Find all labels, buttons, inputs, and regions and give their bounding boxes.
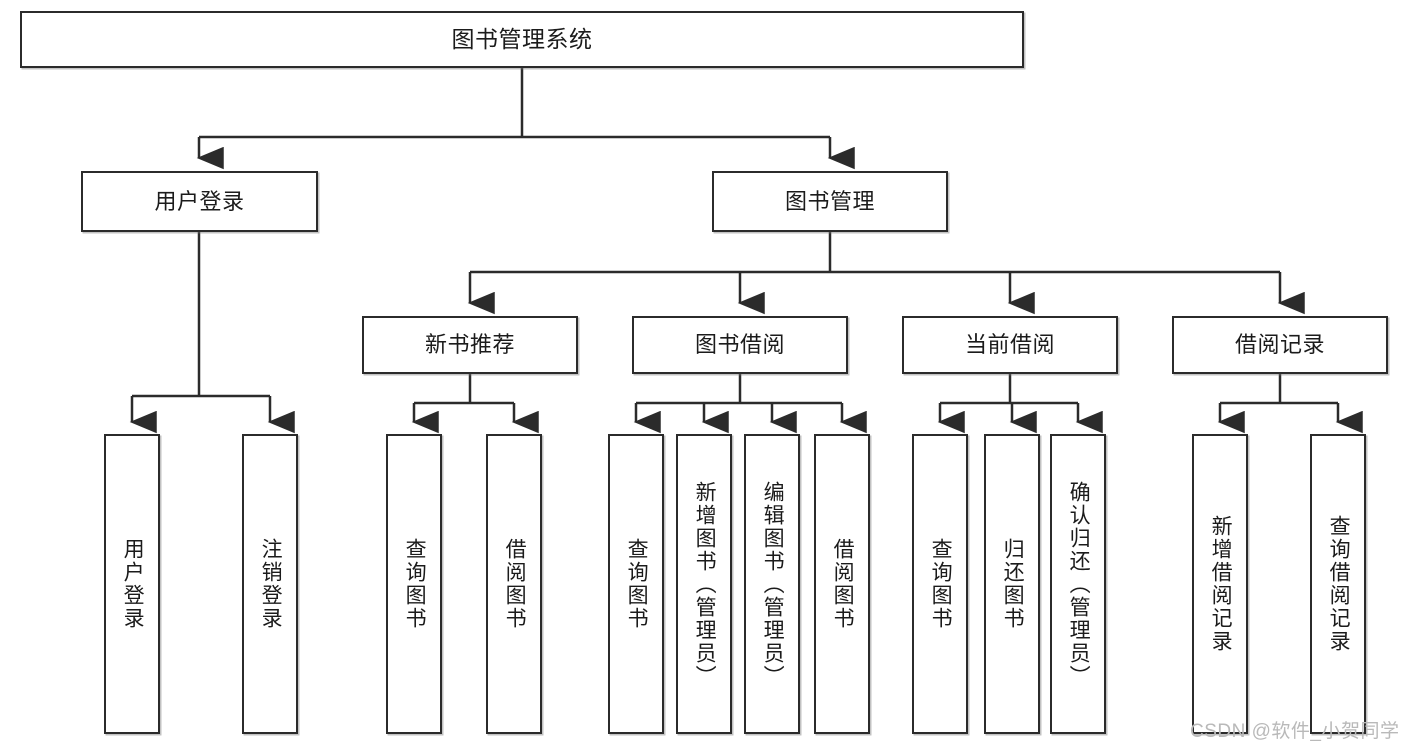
node-root[interactable]: 图书管理系统 [20,11,1024,68]
node-leaf-add-record[interactable]: 新增借阅记录 [1192,434,1248,734]
node-leaf-confirm-return-label: 确认归还（管理员） [1067,480,1091,688]
node-leaf-query-book-3[interactable]: 查询图书 [912,434,968,734]
node-new-book-recommend-label: 新书推荐 [424,332,515,358]
watermark-text: CSDN @软件_小贺同学 [1190,721,1400,742]
node-leaf-add-book-label: 新增图书（管理员） [693,480,717,688]
node-leaf-user-login-label: 用户登录 [121,538,145,630]
node-leaf-borrow-book-1-label: 借阅图书 [503,538,527,630]
node-leaf-borrow-book-2[interactable]: 借阅图书 [814,434,870,734]
node-leaf-query-book-1-label: 查询图书 [403,538,427,630]
node-leaf-query-book-2[interactable]: 查询图书 [608,434,664,734]
node-leaf-add-record-label: 新增借阅记录 [1209,515,1233,653]
node-book-borrow[interactable]: 图书借阅 [632,316,848,374]
node-root-label: 图书管理系统 [451,25,593,52]
node-book-manage-label: 图书管理 [784,188,875,214]
node-book-borrow-label: 图书借阅 [694,332,785,358]
node-leaf-logout-label: 注销登录 [259,538,283,630]
node-leaf-add-book[interactable]: 新增图书（管理员） [676,434,732,734]
node-leaf-confirm-return[interactable]: 确认归还（管理员） [1050,434,1106,734]
node-leaf-query-book-3-label: 查询图书 [929,538,953,630]
node-leaf-borrow-book-2-label: 借阅图书 [831,538,855,630]
node-user-login[interactable]: 用户登录 [81,171,318,232]
node-borrow-record-label: 借阅记录 [1234,332,1325,358]
node-new-book-recommend[interactable]: 新书推荐 [362,316,578,374]
node-borrow-record[interactable]: 借阅记录 [1172,316,1388,374]
node-book-manage[interactable]: 图书管理 [712,171,948,232]
node-leaf-query-record-label: 查询借阅记录 [1327,515,1351,653]
node-leaf-query-book-2-label: 查询图书 [625,538,649,630]
node-current-borrow-label: 当前借阅 [964,332,1055,358]
node-leaf-borrow-book-1[interactable]: 借阅图书 [486,434,542,734]
node-leaf-return-book[interactable]: 归还图书 [984,434,1040,734]
node-leaf-user-login[interactable]: 用户登录 [104,434,160,734]
node-leaf-edit-book-label: 编辑图书（管理员） [761,480,785,688]
node-current-borrow[interactable]: 当前借阅 [902,316,1118,374]
node-leaf-logout[interactable]: 注销登录 [242,434,298,734]
node-leaf-edit-book[interactable]: 编辑图书（管理员） [744,434,800,734]
node-leaf-query-record[interactable]: 查询借阅记录 [1310,434,1366,734]
node-user-login-label: 用户登录 [154,188,245,214]
node-leaf-return-book-label: 归还图书 [1001,538,1025,630]
node-leaf-query-book-1[interactable]: 查询图书 [386,434,442,734]
